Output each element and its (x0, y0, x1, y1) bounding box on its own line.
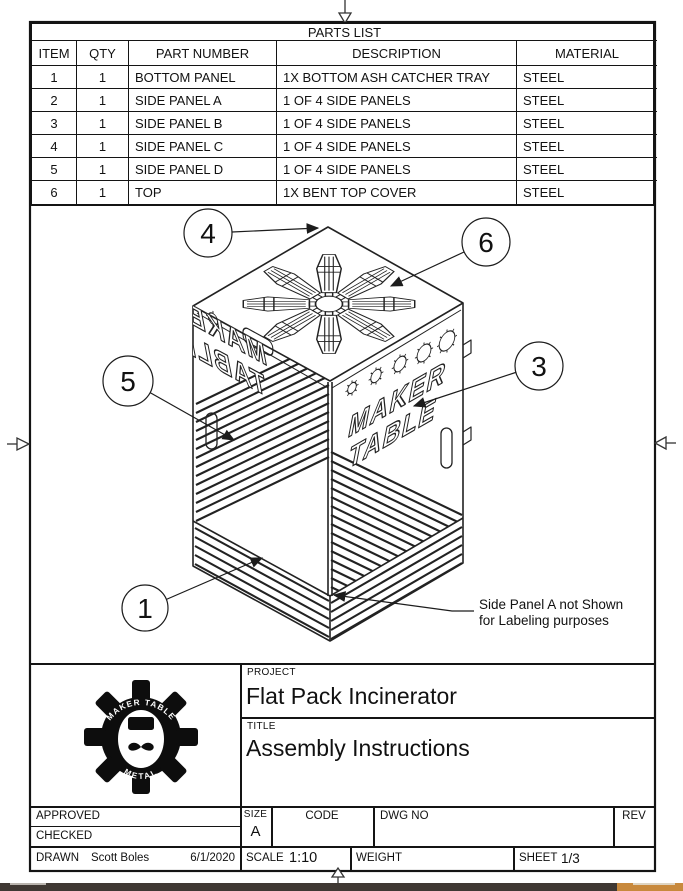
svg-text:5: 5 (120, 366, 136, 397)
drawn-label: DRAWN (36, 852, 80, 864)
helmet-visor (128, 717, 154, 730)
cell-item: 1 (32, 66, 77, 89)
size-label: SIZE (243, 809, 268, 820)
cell-qty: 1 (77, 89, 129, 112)
cell-qty: 1 (77, 112, 129, 135)
svg-text:3: 3 (531, 351, 547, 382)
cell-description: 1X BOTTOM ASH CATCHER TRAY (277, 66, 517, 89)
rev-label: REV (622, 810, 646, 822)
checked-label: CHECKED (36, 830, 93, 842)
window-edge-highlight-left (10, 883, 46, 885)
handle-cutout (242, 327, 274, 356)
parts-list-title: PARTS LIST (32, 24, 657, 41)
center-mark-top (337, 0, 353, 25)
window-edge-highlight-right (633, 883, 675, 885)
center-mark-left (7, 436, 31, 452)
mustache (128, 742, 154, 751)
cell-part-number: SIDE PANEL A (129, 89, 277, 112)
left-panel-louvers (195, 339, 330, 522)
balloon-4: 4 (183, 208, 233, 258)
col-header-part-number: PART NUMBER (129, 41, 277, 66)
weight-label: WEIGHT (356, 852, 402, 864)
cell-qty: 1 (77, 135, 129, 158)
project-label: PROJECT (247, 667, 296, 678)
title-label: TITLE (247, 721, 276, 732)
code-label: CODE (305, 810, 339, 822)
col-header-item: ITEM (32, 41, 77, 66)
cell-description: 1 OF 4 SIDE PANELS (277, 158, 517, 181)
balloon-3: 3 (514, 341, 564, 391)
callouts: 4 6 5 3 1 (102, 208, 564, 632)
svg-text:6: 6 (478, 227, 494, 258)
panel-text-mirrored: MAKER TABLE (193, 306, 270, 405)
col-header-material: MATERIAL (517, 41, 657, 66)
cell-material: STEEL (517, 112, 657, 135)
cell-material: STEEL (517, 135, 657, 158)
cell-material: STEEL (523, 185, 565, 200)
maker-table-metal-logo: MAKER TABLE METAL (84, 680, 198, 794)
cell-material: STEEL (517, 66, 657, 89)
cell-part-number: SIDE PANEL D (129, 158, 277, 181)
cell-material: STEEL (517, 89, 657, 112)
cell-description: 1 OF 4 SIDE PANELS (277, 89, 517, 112)
drawing-title: Assembly Instructions (246, 735, 470, 761)
cell-item: 3 (32, 112, 77, 135)
title-block: MAKER TABLE METAL PROJECT Flat Pack Inci… (30, 663, 655, 871)
cell-qty: 1 (77, 181, 129, 204)
drawn-date: 6/1/2020 (190, 852, 235, 864)
background-window-edge (0, 883, 683, 891)
balloon-1: 1 (121, 584, 169, 632)
ash-tray-slats-right (330, 526, 463, 640)
project-name: Flat Pack Incinerator (246, 683, 457, 709)
scale-value: 1:10 (289, 850, 318, 866)
ash-tray-slats-left (194, 527, 330, 638)
cell-description: 1X BENT TOP COVER (277, 181, 517, 204)
star-center-gear (308, 292, 350, 316)
right-panel-louvers (330, 451, 463, 596)
panel-text-front: MAKER TABLE (345, 354, 450, 477)
approved-label: APPROVED (36, 810, 100, 822)
svg-text:for Labeling purposes: for Labeling purposes (479, 613, 609, 628)
cell-part-number: SIDE PANEL C (129, 135, 277, 158)
col-header-description: DESCRIPTION (277, 41, 517, 66)
sheet-value: 1/3 (561, 851, 580, 866)
cell-qty: 1 (77, 158, 129, 181)
svg-text:Side Panel A not Shown: Side Panel A not Shown (479, 597, 623, 612)
cell-item: 2 (32, 89, 77, 112)
cell-description: 1 OF 4 SIDE PANELS (277, 135, 517, 158)
center-mark-bottom (330, 866, 346, 884)
cell-part-number: SIDE PANEL B (129, 112, 277, 135)
background-window-accent (617, 883, 683, 891)
slot-cutout-right (440, 427, 453, 469)
parts-list-table: PARTS LIST ITEM QTY PART NUMBER DESCRIPT… (30, 22, 657, 206)
cell-item: 4 (32, 135, 77, 158)
scale-label: SCALE (246, 852, 284, 864)
dwg-no-label: DWG NO (380, 810, 429, 822)
box-outline (192, 226, 464, 642)
cell-qty: 1 (77, 66, 129, 89)
balloon-5: 5 (102, 355, 154, 407)
drawn-by: Scott Boles (91, 852, 150, 864)
sheet-label: SHEET (519, 852, 558, 864)
drawing-note: Side Panel A not Shown for Labeling purp… (479, 597, 623, 628)
cell-item: 5 (32, 158, 77, 181)
size-value: A (250, 823, 261, 840)
col-header-qty: QTY (77, 41, 129, 66)
balloon-6: 6 (461, 217, 511, 267)
cell-item: 6 (32, 181, 77, 204)
svg-text:1: 1 (137, 593, 153, 624)
top-star-vent (242, 253, 416, 355)
cell-material: STEEL (517, 158, 657, 181)
incinerator-isometric-view: MAKER TABLE MAKER TABLE (192, 226, 472, 642)
gear-cutouts (206, 310, 457, 397)
cell-part-number: TOP (129, 181, 277, 204)
cell-description: 1 OF 4 SIDE PANELS (277, 112, 517, 135)
svg-text:4: 4 (200, 218, 216, 249)
cell-part-number: BOTTOM PANEL (129, 66, 277, 89)
center-mark-right (653, 435, 676, 451)
